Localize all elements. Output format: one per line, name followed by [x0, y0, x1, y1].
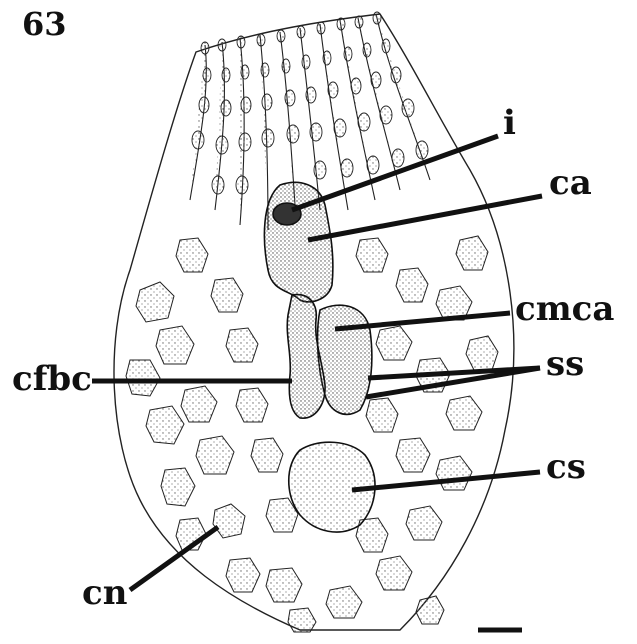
label-cmca: cmca: [515, 289, 614, 329]
figure-number: 63: [22, 5, 67, 43]
label-cn: cn: [82, 573, 127, 613]
label-ss: ss: [546, 344, 584, 384]
cmca-body: [318, 305, 372, 414]
label-cs: cs: [546, 447, 586, 487]
label-ca: ca: [549, 163, 592, 203]
label-i: i: [503, 103, 516, 143]
label-cfbc: cfbc: [12, 359, 92, 399]
